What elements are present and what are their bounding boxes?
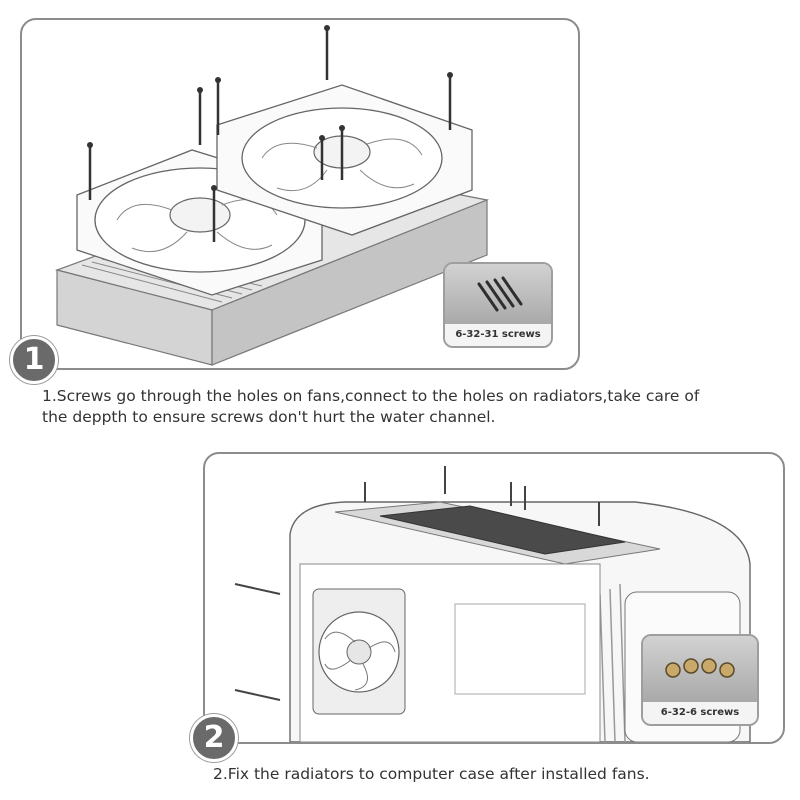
step1-illustration-panel (20, 18, 580, 370)
step1-caption-line2: the deppth to ensure screws don't hurt t… (42, 408, 496, 426)
screw-inset-step2: 6-32-6 screws (641, 634, 759, 726)
screws-photo (643, 636, 757, 702)
step1-caption: 1.Screws go through the holes on fans,co… (42, 386, 762, 428)
screws-photo (445, 264, 551, 324)
case-fan (312, 588, 406, 715)
step-number-badge-1: 1 (10, 336, 58, 384)
screws-step2 (234, 466, 600, 701)
screws-step1 (88, 28, 452, 242)
step1-caption-line1: 1.Screws go through the holes on fans,co… (42, 387, 700, 405)
step2-caption: 2.Fix the radiators to computer case aft… (213, 765, 650, 783)
screw-label-step1: 6-32-31 screws (445, 324, 551, 346)
radiator-fan-assembly-drawing (54, 25, 490, 366)
step-number-badge-2: 2 (190, 714, 238, 762)
screw-inset-step1: 6-32-31 screws (443, 262, 553, 348)
screw-label-step2: 6-32-6 screws (643, 702, 757, 724)
